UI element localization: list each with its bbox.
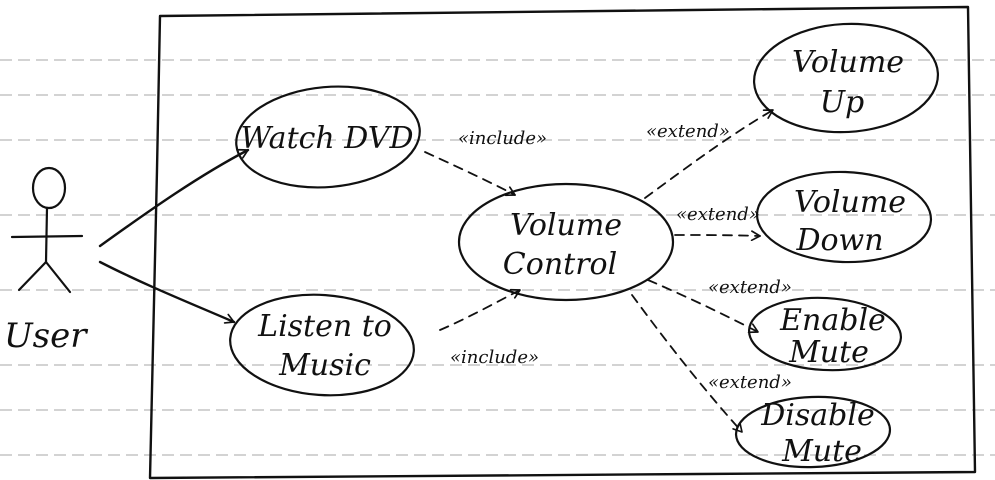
use-case-enable-mute: Enable Mute <box>747 296 903 372</box>
use-case-volume-down-line1: Volume <box>794 185 906 220</box>
extend-label-disable-mute: «extend» <box>708 372 792 393</box>
use-case-volume-control-line1: Volume <box>510 208 622 243</box>
extend-label-volume-up: «extend» <box>646 121 730 142</box>
use-case-volume-control-line2: Control <box>503 247 617 282</box>
use-case-listen-music: Listen to Music <box>229 293 415 397</box>
actor-arms <box>10 234 84 239</box>
use-case-volume-up-line2: Up <box>820 85 865 120</box>
use-case-volume-down: Volume Down <box>755 170 933 264</box>
use-case-listen-music-line1: Listen to <box>257 309 392 344</box>
actor-body <box>44 206 49 264</box>
use-case-watch-dvd-label: Watch DVD <box>240 121 413 156</box>
use-case-volume-down-ellipse <box>755 170 933 264</box>
extend-label-volume-down: «extend» <box>676 204 760 225</box>
use-case-disable-mute-ellipse <box>734 395 892 469</box>
use-case-listen-music-line2: Music <box>278 348 371 383</box>
use-case-enable-mute-line1: Enable <box>779 303 886 338</box>
use-case-listen-music-ellipse <box>229 293 415 397</box>
use-case-disable-mute-line1: Disable <box>760 398 874 433</box>
use-case-disable-mute: Disable Mute <box>734 395 892 469</box>
use-case-volume-control-ellipse <box>457 182 675 302</box>
use-case-disable-mute-line2: Mute <box>781 434 862 469</box>
actor-legs <box>17 260 72 294</box>
extend-arrow-enable-mute <box>647 279 759 334</box>
system-boundary <box>148 5 977 480</box>
use-case-volume-down-line2: Down <box>795 223 883 258</box>
actor-label: User <box>4 316 88 356</box>
include-label-watch-dvd: «include» <box>458 128 547 149</box>
use-case-watch-dvd-ellipse <box>235 85 421 189</box>
use-case-watch-dvd: Watch DVD <box>235 85 421 189</box>
include-arrow-listen-music <box>439 288 521 331</box>
actor-user: User <box>4 166 88 356</box>
extend-arrow-volume-up <box>644 109 774 199</box>
extend-arrow-disable-mute <box>631 294 743 433</box>
actor-head <box>31 166 67 210</box>
use-case-volume-up: Volume Up <box>752 22 940 134</box>
include-arrow-watch-dvd <box>424 151 516 197</box>
association-user-watch-dvd <box>98 148 250 248</box>
include-label-listen-music: «include» <box>450 347 539 368</box>
use-case-enable-mute-line2: Mute <box>788 335 869 370</box>
use-case-volume-up-ellipse <box>752 22 940 134</box>
association-user-listen-music <box>98 260 236 324</box>
extend-label-enable-mute: «extend» <box>708 277 792 298</box>
paper-ruled-lines <box>0 59 995 456</box>
use-case-volume-control: Volume Control <box>457 182 675 302</box>
use-case-volume-up-line1: Volume <box>792 45 904 80</box>
extend-arrow-volume-down <box>674 230 761 242</box>
